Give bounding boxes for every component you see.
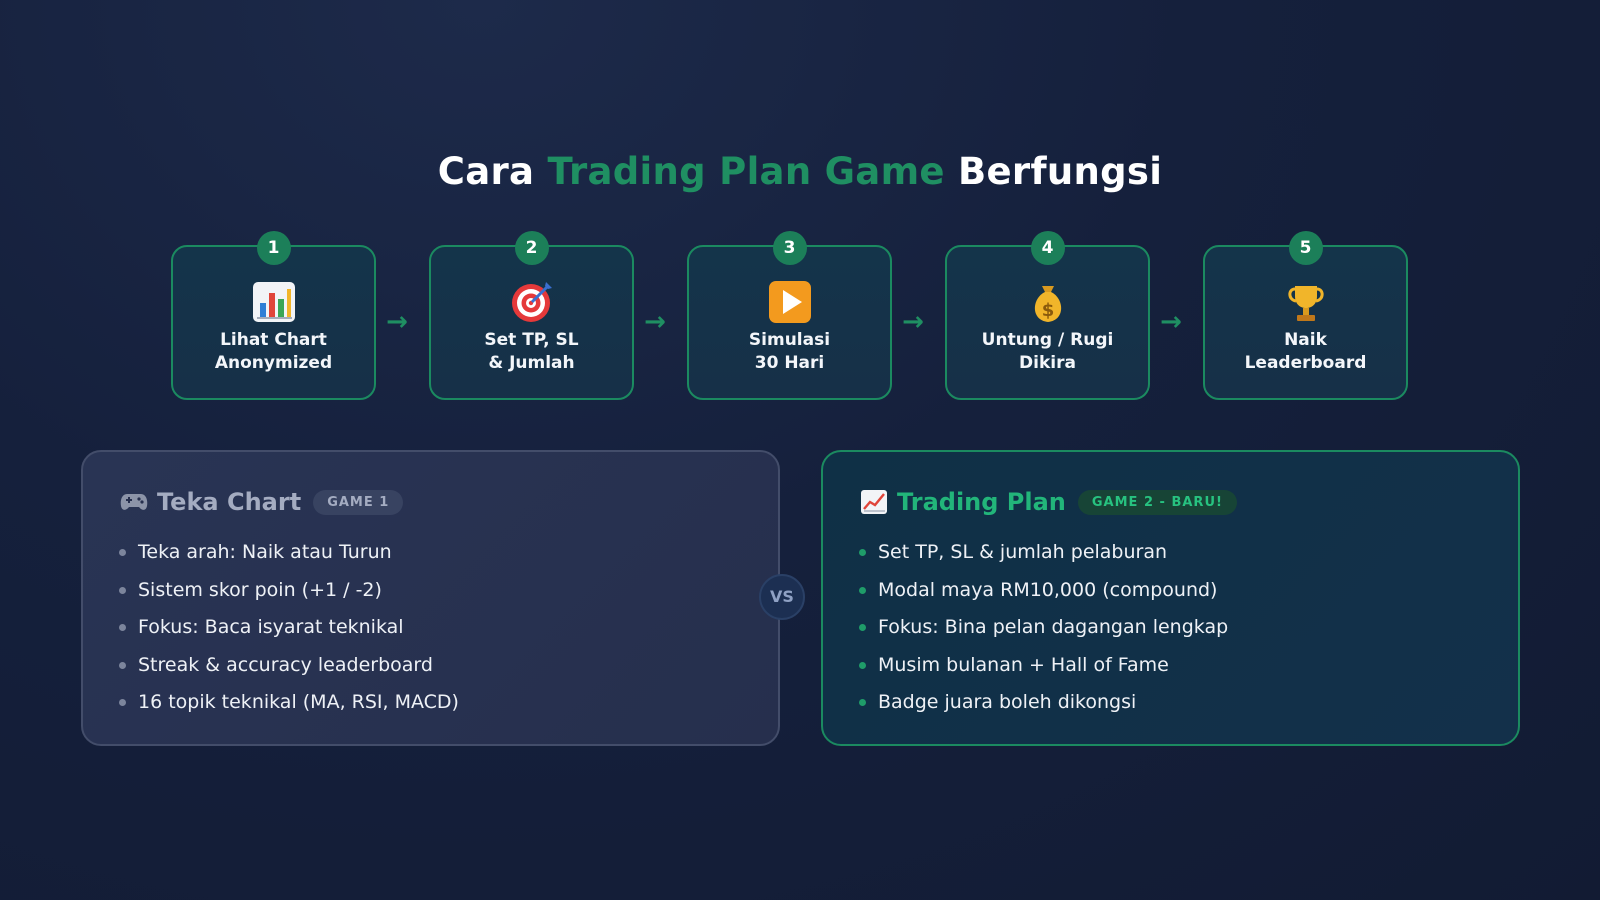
step-number: 5 xyxy=(1288,231,1323,265)
list-item: Teka arah: Naik atau Turun xyxy=(119,534,742,572)
card-title: Teka Chart xyxy=(157,488,302,516)
card-title: Trading Plan xyxy=(897,488,1066,516)
list-item-text: Badge juara boleh dikongsi xyxy=(878,691,1137,713)
title-accent: Trading Plan Game xyxy=(547,150,945,193)
list-item: Streak & accuracy leaderboard xyxy=(119,647,742,685)
card-header: Teka Chart GAME 1 xyxy=(119,482,742,522)
game-card-teka-chart: Teka Chart GAME 1 Teka arah: Naik atau T… xyxy=(81,450,780,746)
bullet-icon xyxy=(859,549,866,557)
page-title: Cara Trading Plan Game Berfungsi xyxy=(0,150,1600,193)
list-item: Fokus: Baca isyarat teknikal xyxy=(119,609,742,647)
list-item-text: Sistem skor poin (+1 / -2) xyxy=(138,578,382,601)
step-label: Set TP, SL & Jumlah xyxy=(484,330,579,373)
step-number: 1 xyxy=(256,231,291,265)
card-header: Trading Plan GAME 2 - BARU! xyxy=(859,482,1482,522)
bullet-icon xyxy=(859,699,866,707)
target-icon xyxy=(431,279,632,325)
feature-list: Teka arah: Naik atau Turun Sistem skor p… xyxy=(119,534,742,722)
title-prefix: Cara xyxy=(437,150,548,193)
list-item: Modal maya RM10,000 (compound) xyxy=(859,572,1482,610)
list-item-text: Fokus: Bina pelan dagangan lengkap xyxy=(878,616,1229,638)
vs-badge: VS xyxy=(759,574,805,620)
bullet-icon xyxy=(119,624,126,632)
step-4: 4 $ Untung / Rugi Dikira xyxy=(945,231,1150,400)
bullet-icon xyxy=(859,624,866,632)
list-item-text: Set TP, SL & jumlah pelaburan xyxy=(878,541,1168,563)
list-item: Badge juara boleh dikongsi xyxy=(859,684,1482,722)
trend-chart-icon xyxy=(859,487,889,517)
step-label: Lihat Chart Anonymized xyxy=(214,330,333,373)
steps-flow: 1 Lihat Chart Anonymized → 2 xyxy=(171,231,1429,402)
step-number: 4 xyxy=(1030,231,1065,265)
step-2: 2 Set TP, SL & Jumlah xyxy=(429,231,634,400)
money-bag-icon: $ xyxy=(947,279,1148,325)
bullet-icon xyxy=(859,661,866,669)
list-item-text: Fokus: Baca isyarat teknikal xyxy=(138,616,404,638)
bullet-icon xyxy=(119,586,126,594)
step-5: 5 Naik Leaderboard xyxy=(1203,231,1408,400)
list-item-text: 16 topik teknikal (MA, RSI, MACD) xyxy=(138,691,459,713)
bullet-icon xyxy=(859,586,866,594)
step-number: 2 xyxy=(514,231,549,265)
feature-list: Set TP, SL & jumlah pelaburan Modal maya… xyxy=(859,534,1482,722)
arrow-icon: → xyxy=(386,307,408,337)
step-number: 3 xyxy=(772,231,807,265)
list-item-text: Musim bulanan + Hall of Fame xyxy=(878,653,1169,676)
bullet-icon xyxy=(119,661,126,669)
list-item-text: Modal maya RM10,000 (compound) xyxy=(878,578,1218,601)
game-card-trading-plan: Trading Plan GAME 2 - BARU! Set TP, SL &… xyxy=(821,450,1520,746)
gamepad-icon xyxy=(119,487,149,517)
arrow-icon: → xyxy=(1160,307,1182,337)
list-item: Set TP, SL & jumlah pelaburan xyxy=(859,534,1482,572)
game-badge: GAME 1 xyxy=(313,489,404,515)
svg-text:$: $ xyxy=(1041,300,1054,321)
arrow-icon: → xyxy=(902,307,924,337)
list-item: 16 topik teknikal (MA, RSI, MACD) xyxy=(119,684,742,722)
play-icon xyxy=(689,279,890,325)
game-badge: GAME 2 - BARU! xyxy=(1077,489,1237,515)
step-label: Simulasi 30 Hari xyxy=(748,330,831,373)
step-label: Untung / Rugi Dikira xyxy=(981,330,1114,373)
bullet-icon xyxy=(119,699,126,707)
bar-chart-icon xyxy=(173,279,374,325)
list-item: Musim bulanan + Hall of Fame xyxy=(859,647,1482,685)
arrow-icon: → xyxy=(644,307,666,337)
list-item-text: Streak & accuracy leaderboard xyxy=(138,653,433,676)
list-item-text: Teka arah: Naik atau Turun xyxy=(138,541,392,563)
bullet-icon xyxy=(119,549,126,557)
trophy-icon xyxy=(1205,279,1406,325)
title-suffix: Berfungsi xyxy=(944,150,1163,193)
list-item: Sistem skor poin (+1 / -2) xyxy=(119,572,742,610)
step-label: Naik Leaderboard xyxy=(1244,330,1367,373)
step-3: 3 Simulasi 30 Hari xyxy=(687,231,892,400)
step-1: 1 Lihat Chart Anonymized xyxy=(171,231,376,400)
list-item: Fokus: Bina pelan dagangan lengkap xyxy=(859,609,1482,647)
